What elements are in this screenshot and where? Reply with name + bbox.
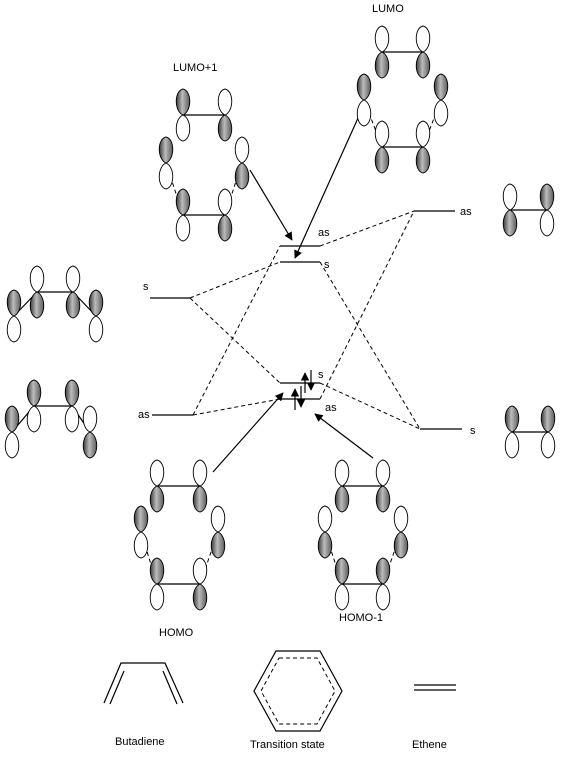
label-butadiene-s: s xyxy=(143,281,149,293)
structure-transition-state xyxy=(253,650,343,732)
label-homo-minus-1: HOMO-1 xyxy=(339,612,383,624)
label-ts-lower-s: s xyxy=(318,369,324,381)
label-ts-lower-as: as xyxy=(325,402,337,414)
orbital-pointer-arrows xyxy=(212,106,374,473)
orbital-ethene-s xyxy=(504,405,556,459)
label-ts-upper-as: as xyxy=(318,227,330,239)
orbital-homo xyxy=(133,459,226,611)
orbital-homo-minus-1 xyxy=(317,459,409,611)
label-ts-upper-s: s xyxy=(324,259,330,271)
orbital-lumo xyxy=(356,25,449,174)
structure-ethene xyxy=(414,684,456,691)
orbital-butadiene-as xyxy=(4,379,98,459)
energy-levels xyxy=(150,210,462,430)
caption-butadiene: Butadiene xyxy=(115,736,165,748)
correlation-lines xyxy=(189,210,421,430)
label-homo: HOMO xyxy=(159,627,194,639)
label-butadiene-as: as xyxy=(138,409,150,421)
label-lumo-plus-1: LUMO+1 xyxy=(173,62,217,74)
label-ethene-s: s xyxy=(470,425,476,437)
level-labels: s as as s s as as s xyxy=(138,206,476,437)
electron-arrows xyxy=(290,370,316,410)
structure-butadiene xyxy=(103,662,184,705)
orbital-lumo-plus-1 xyxy=(158,88,250,242)
caption-ethene: Ethene xyxy=(412,739,447,751)
orbital-butadiene-s xyxy=(6,265,104,343)
label-lumo: LUMO xyxy=(372,3,404,15)
label-ethene-as: as xyxy=(460,206,472,218)
orbital-ethene-as xyxy=(502,183,555,237)
caption-transition-state: Transition state xyxy=(250,739,325,751)
